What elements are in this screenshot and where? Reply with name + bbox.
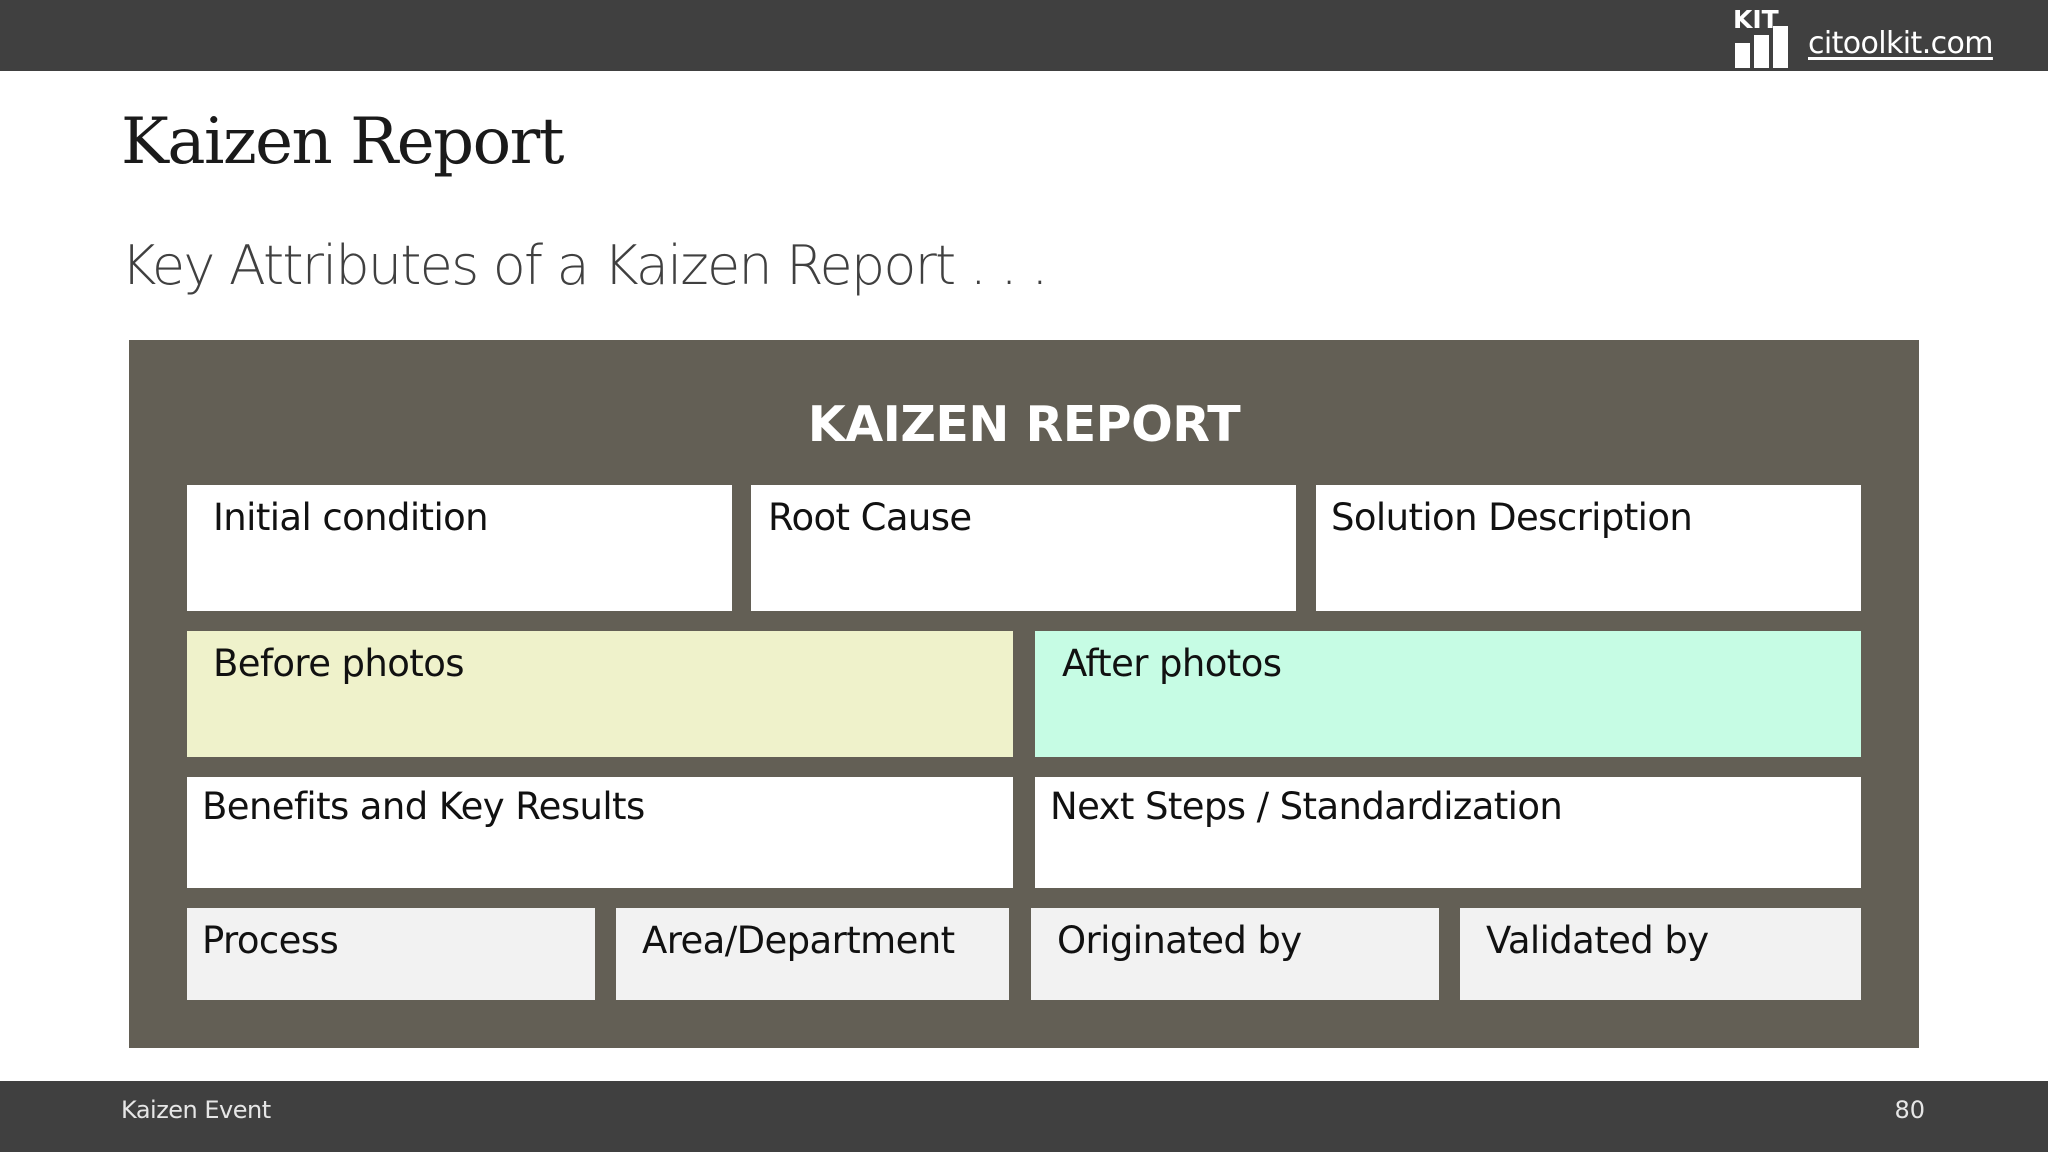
kit-logo: KIT [1733,6,1788,68]
cell-label: Next Steps / Standardization [1050,785,1563,828]
solution-description-cell: Solution Description [1316,485,1861,611]
footer-label: Kaizen Event [121,1096,271,1124]
process-cell: Process [187,908,595,1000]
cell-label: Area/Department [642,919,955,962]
top-bar [0,0,2048,71]
cell-label: Benefits and Key Results [202,785,645,828]
cell-label: Root Cause [768,496,972,539]
cell-label: Solution Description [1331,496,1693,539]
originated-by-cell: Originated by [1031,908,1439,1000]
after-photos-cell: After photos [1035,631,1861,757]
cell-label: Validated by [1486,919,1709,962]
benefits-key-results-cell: Benefits and Key Results [187,777,1013,888]
slide-subtitle: Key Attributes of a Kaizen Report . . . [121,234,1048,297]
report-heading: KAIZEN REPORT [807,396,1241,453]
cell-label: Initial condition [213,496,489,539]
cell-label: After photos [1062,642,1282,685]
next-steps-cell: Next Steps / Standardization [1035,777,1861,888]
cell-label: Originated by [1057,919,1302,962]
validated-by-cell: Validated by [1460,908,1861,1000]
kit-logo-text: KIT [1733,6,1779,34]
root-cause-cell: Root Cause [751,485,1296,611]
page-number: 80 [1894,1096,1925,1124]
initial-condition-cell: Initial condition [187,485,732,611]
area-department-cell: Area/Department [616,908,1009,1000]
before-photos-cell: Before photos [187,631,1013,757]
cell-label: Before photos [213,642,465,685]
cell-label: Process [202,919,339,962]
footer-bar [0,1081,2048,1152]
site-link[interactable]: citoolkit.com [1808,26,1994,61]
page-title: Kaizen Report [121,105,564,179]
